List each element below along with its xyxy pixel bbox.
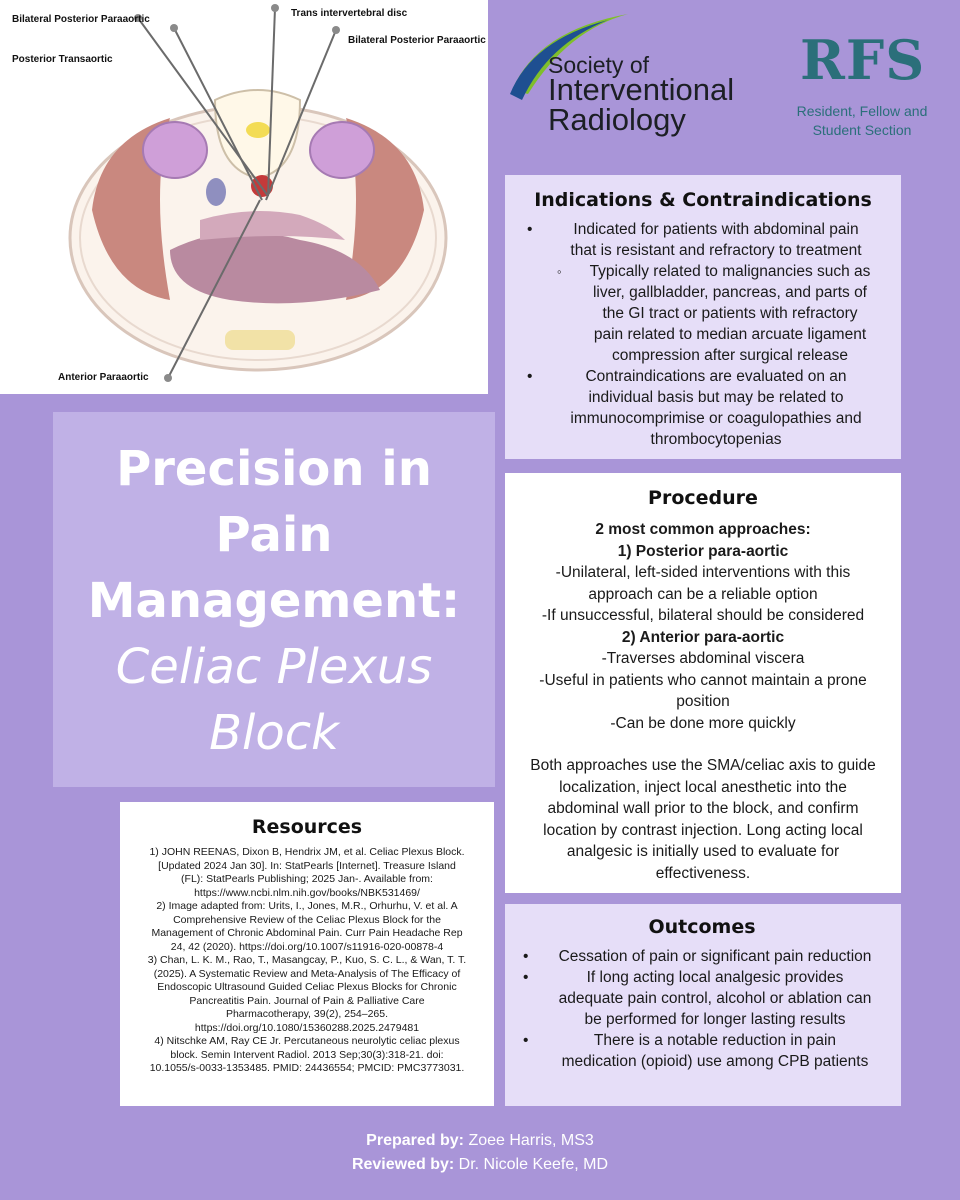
reference-line: 10.1055/s-0033-1353485. PMID: 24436554; … <box>149 1062 465 1074</box>
spacer <box>515 734 891 755</box>
label-anterior-paraaortic: Anterior Paraaortic <box>58 372 149 383</box>
reference-line: [Updated 2024 Jan 30]. In: StatPearls [I… <box>158 859 456 872</box>
text-line: individual basis but may be related to <box>588 389 844 406</box>
abdominal-cross-section-illustration <box>68 4 448 382</box>
outcomes-bullet-3: There is a notable reduction in pain med… <box>517 1030 887 1072</box>
reference-line: 3) Chan, L. K. M., Rao, T., Masangcay, P… <box>147 954 467 966</box>
text-line: Contraindications are evaluated on an <box>585 368 847 385</box>
text-line: If long acting local analgesic provides <box>586 969 844 986</box>
title-line3: Management: <box>87 573 461 629</box>
text-line: liver, gallbladder, pancreas, and parts … <box>592 284 867 301</box>
text-line: pain related to median arcuate ligament <box>593 326 867 343</box>
text-line: that is resistant and refractory to trea… <box>570 242 862 259</box>
reference-line: 1) JOHN REENAS, Dixon B, Hendrix JM, et … <box>149 846 465 858</box>
reference-line: 2) Image adapted from: Urits, I., Jones,… <box>156 900 458 912</box>
text-line: immunocomprimise or coagulopathies and <box>570 410 862 427</box>
indications-subbullet-1: Typically related to malignancies such a… <box>521 261 885 366</box>
indications-box: Indications & Contraindications Indicate… <box>505 175 901 459</box>
text-line: Typically related to malignancies such a… <box>589 263 871 280</box>
procedure-box: Procedure 2 most common approaches: 1) P… <box>505 473 901 893</box>
text-line: Both approaches use the SMA/celiac axis … <box>530 757 876 774</box>
text-line: effectiveness. <box>655 864 751 882</box>
text-line: the GI tract or patients with refractory <box>602 305 858 322</box>
reference-line: Management of Chronic Abdominal Pain. Cu… <box>151 927 463 939</box>
prepared-by: Prepared by: Zoee Harris, MS3 <box>0 1132 960 1150</box>
resources-heading: Resources <box>251 816 363 838</box>
reference-line: (2025). A Systematic Review and Meta-Ana… <box>153 967 461 980</box>
reference-line: (FL): StatPearls Publishing; 2025 Jan-. … <box>181 873 433 885</box>
sir-logo-swoosh-icon <box>510 14 628 100</box>
outcomes-heading: Outcomes <box>648 916 756 938</box>
text-line: localization, inject local anesthetic in… <box>559 778 847 796</box>
reference-line: Pharmacotherapy, 39(2), 254–265. <box>225 1008 389 1020</box>
rfs-subtitle-line2: Student Section <box>812 122 912 138</box>
sir-logo-line3: Radiology <box>548 102 686 137</box>
text-line: adequate pain control, alcohol or ablati… <box>558 990 872 1007</box>
text-line: -Useful in patients who cannot maintain … <box>539 671 867 689</box>
title-line1: Precision in <box>116 441 432 497</box>
text-line: -Traverses abdominal viscera <box>601 650 805 667</box>
text-line: be performed for longer lasting results <box>584 1011 846 1028</box>
label-trans-intervertebral-disc: Trans intervertebral disc <box>291 8 408 19</box>
reviewed-by-name: Dr. Nicole Keefe, MD <box>458 1156 609 1173</box>
rfs-logo-acronym: RFS <box>800 28 926 92</box>
indications-bullet-1: Indicated for patients with abdominal pa… <box>521 219 885 261</box>
text-line: -If unsuccessful, bilateral should be co… <box>541 607 865 624</box>
reference-line: Pancreatitis Pain. Journal of Pain & Pal… <box>189 994 425 1007</box>
text-line: -Unilateral, left-sided interventions wi… <box>555 564 851 581</box>
label-bilateral-posterior-left: Bilateral Posterior Paraaortic <box>12 14 150 25</box>
text-line: abdominal wall prior to the block, and c… <box>547 800 859 817</box>
text-line: position <box>676 693 730 710</box>
sir-logo-line2: Interventional <box>548 72 735 107</box>
outcomes-bullet-1: Cessation of pain or significant pain re… <box>517 946 887 967</box>
title-line5: Block <box>209 705 339 761</box>
text-line: location by contrast injection. Long act… <box>543 821 863 839</box>
text-line: thrombocytopenias <box>650 431 782 448</box>
procedure-intro: 2 most common approaches: <box>595 521 811 538</box>
sir-logo-line1: Society of <box>548 52 649 78</box>
anatomy-diagram: Bilateral Posterior Paraaortic Trans int… <box>0 0 488 394</box>
text-line: compression after surgical release <box>611 347 849 364</box>
rfs-logo-subtitle: Resident, Fellow and Student Section <box>770 102 954 140</box>
title-line2: Pain <box>215 507 333 563</box>
text-line: approach can be a reliable option <box>588 585 818 603</box>
text-line: analgesic is initially used to evaluate … <box>566 843 840 860</box>
reference-line: 24, 42 (2020). https://doi.org/10.1007/s… <box>170 940 444 953</box>
reference-line: block. Semin Intervent Radiol. 2013 Sep;… <box>170 1048 444 1061</box>
text-line: Cessation of pain or significant pain re… <box>558 948 872 965</box>
reference-line: 4) Nitschke AM, Ray CE Jr. Percutaneous … <box>154 1035 460 1047</box>
indications-heading: Indications & Contraindications <box>534 189 872 211</box>
text-line: There is a notable reduction in pain <box>593 1032 837 1049</box>
procedure-approach1-title: 1) Posterior para-aortic <box>617 542 789 560</box>
outcomes-bullet-2: If long acting local analgesic provides … <box>517 967 887 1030</box>
outcomes-box: Outcomes Cessation of pain or significan… <box>505 904 901 1106</box>
reference-line: Endoscopic Ultrasound Guided Celiac Plex… <box>157 981 457 993</box>
resources-box: Resources 1) JOHN REENAS, Dixon B, Hendr… <box>120 802 494 1106</box>
prepared-by-label: Prepared by: <box>366 1132 464 1149</box>
indications-bullet-2: Contraindications are evaluated on an in… <box>521 366 885 450</box>
prepared-by-name: Zoee Harris, MS3 <box>468 1132 594 1149</box>
reviewed-by-label: Reviewed by: <box>351 1156 455 1173</box>
reference-line: https://www.ncbi.nlm.nih.gov/books/NBK53… <box>194 886 420 899</box>
text-line: Indicated for patients with abdominal pa… <box>573 221 859 238</box>
title-card: Precision in Pain Management: Celiac Ple… <box>53 412 495 787</box>
rfs-subtitle-line1: Resident, Fellow and <box>796 103 928 119</box>
text-line: -Can be done more quickly <box>610 714 796 732</box>
label-bilateral-posterior-right: Bilateral Posterior Paraaortic <box>348 35 486 46</box>
procedure-heading: Procedure <box>648 487 758 509</box>
label-posterior-transaortic: Posterior Transaortic <box>12 54 113 65</box>
title-line4: Celiac Plexus <box>115 639 433 695</box>
text-line: medication (opioid) use among CPB patien… <box>561 1053 869 1070</box>
reference-line: Comprehensive Review of the Celiac Plexu… <box>173 913 441 926</box>
procedure-approach2-title: 2) Anterior para-aortic <box>621 628 785 646</box>
reference-line: https://doi.org/10.1080/15360288.2025.24… <box>194 1021 420 1034</box>
reviewed-by: Reviewed by: Dr. Nicole Keefe, MD <box>0 1156 960 1174</box>
